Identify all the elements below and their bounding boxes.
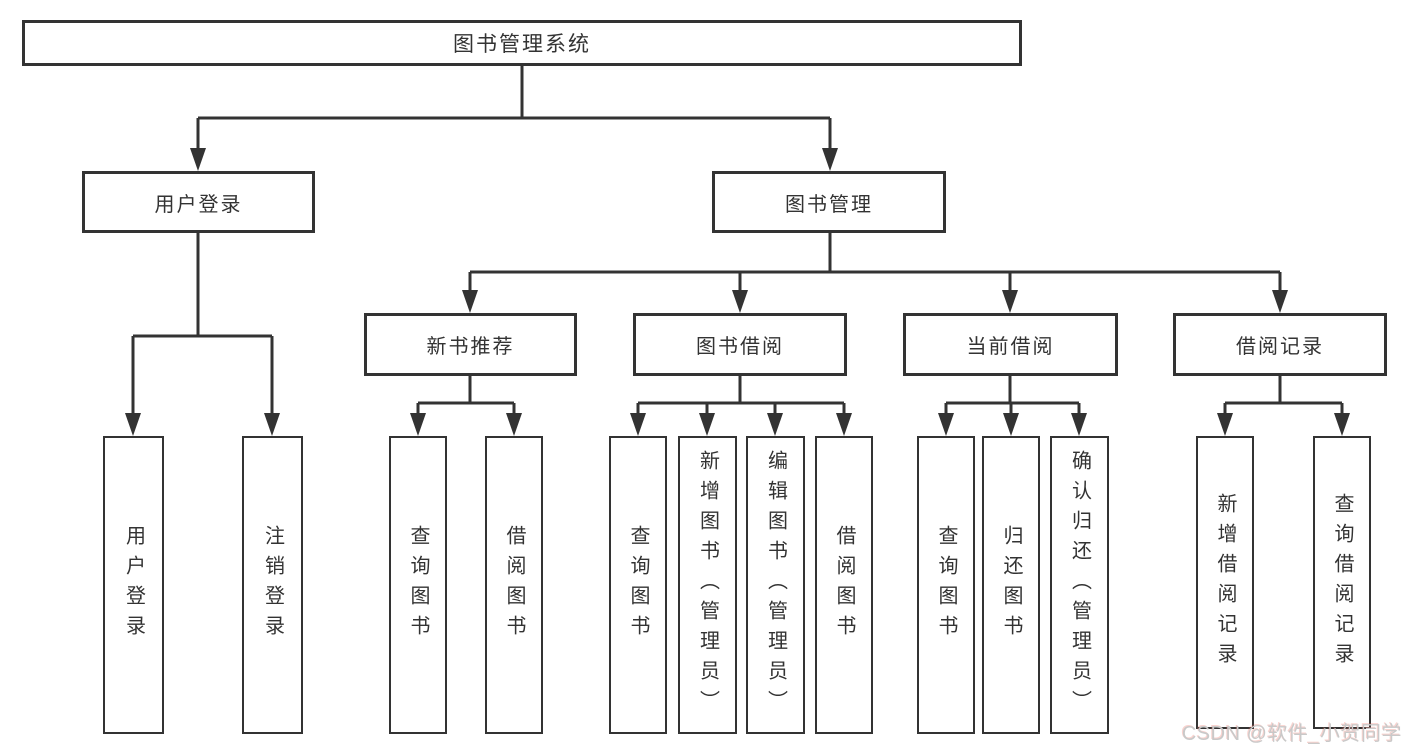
leaf-user-login: 用户登录 (103, 436, 164, 734)
arrowhead (1334, 413, 1350, 436)
arrowhead (506, 413, 522, 436)
node-label: 新增借阅记录 (1214, 492, 1236, 673)
edge-lines-root (196, 66, 832, 149)
leaf-confirm-return-admin: 确认归还（管理员） (1050, 436, 1109, 734)
arrowhead (410, 413, 426, 436)
arrowhead (1003, 413, 1019, 436)
node-book-management: 图书管理 (712, 171, 946, 233)
arrowhead (822, 148, 838, 171)
node-library-management-system: 图书管理系统 (22, 20, 1022, 66)
arrowhead (1217, 413, 1233, 436)
arrowhead (1272, 290, 1288, 313)
node-label: 用户登录 (122, 525, 145, 645)
node-label: 查询图书 (935, 525, 957, 645)
arrowhead (125, 413, 141, 436)
leaf-edit-book-admin: 编辑图书（管理员） (746, 436, 805, 734)
csdn-watermark: CSDN @软件_小贺同学 (1181, 723, 1402, 745)
node-label: 注销登录 (261, 525, 284, 645)
leaf-add-borrow-record: 新增借阅记录 (1196, 436, 1254, 729)
edge-lines-book-borrow (636, 376, 846, 416)
leaf-query-book-borrow: 查询图书 (609, 436, 667, 734)
leaf-query-book-current: 查询图书 (917, 436, 975, 734)
arrowhead (732, 290, 748, 313)
arrowhead (190, 148, 206, 171)
node-new-book-recommend: 新书推荐 (364, 313, 577, 376)
node-label: 归还图书 (1000, 525, 1022, 645)
arrowhead (699, 413, 715, 436)
leaf-add-book-admin: 新增图书（管理员） (678, 436, 737, 734)
leaf-query-book-recommend: 查询图书 (389, 436, 447, 734)
node-label: 查询图书 (627, 525, 649, 645)
edge-lines-current-borrow (944, 376, 1081, 416)
arrowheads (125, 148, 1350, 436)
edge-lines-borrow-record (1223, 376, 1344, 416)
edge-lines-user-login (131, 233, 274, 416)
leaf-borrow-book: 借阅图书 (815, 436, 873, 734)
leaf-borrow-book-recommend: 借阅图书 (485, 436, 543, 734)
node-label: 新增图书（管理员） (696, 450, 719, 720)
node-label: 编辑图书（管理员） (764, 450, 787, 720)
arrowhead (1002, 290, 1018, 313)
node-label: 查询借阅记录 (1331, 492, 1353, 673)
arrowhead (264, 413, 280, 436)
node-user-login: 用户登录 (82, 171, 315, 233)
arrowhead (462, 290, 478, 313)
node-book-borrow: 图书借阅 (633, 313, 847, 376)
leaf-logout: 注销登录 (242, 436, 303, 734)
arrowhead (767, 413, 783, 436)
node-label: 确认归还（管理员） (1068, 450, 1091, 720)
node-borrow-record: 借阅记录 (1173, 313, 1387, 376)
arrowhead (836, 413, 852, 436)
arrowhead (630, 413, 646, 436)
arrowhead (1071, 413, 1087, 436)
arrowhead (938, 413, 954, 436)
edge-lines-new-book-recommend (416, 376, 516, 416)
node-label: 查询图书 (407, 525, 429, 645)
leaf-query-borrow-record: 查询借阅记录 (1313, 436, 1371, 729)
node-label: 借阅图书 (833, 525, 855, 645)
leaf-return-book: 归还图书 (982, 436, 1040, 734)
edge-lines-book-management (468, 233, 1282, 293)
node-label: 借阅图书 (503, 525, 525, 645)
node-current-borrow: 当前借阅 (903, 313, 1118, 376)
